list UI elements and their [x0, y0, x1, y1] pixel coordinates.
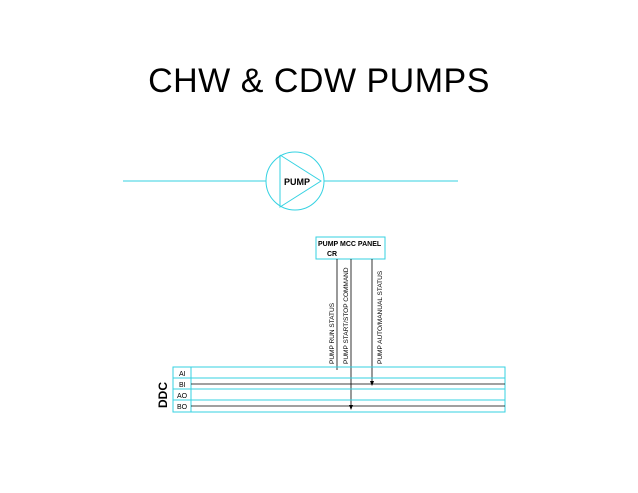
ddc-label: DDC [156, 382, 170, 408]
mcc-panel-cr-label: CR [327, 251, 337, 258]
pump-triangle [279, 154, 322, 208]
mcc-panel: PUMP MCC PANEL CR [315, 236, 386, 260]
ddc-row-label-ao: AO [177, 393, 188, 400]
slide-title: CHW & CDW PUMPS [148, 62, 490, 100]
ddc-row-label-ai: AI [179, 371, 186, 378]
mcc-panel-label: PUMP MCC PANEL [318, 241, 382, 248]
arrow-auto-manual [370, 381, 374, 386]
signal-label-start-stop: PUMP START/STOP COMMAND [343, 267, 350, 364]
signal-label-run-status: PUMP RUN STATUS [329, 302, 336, 364]
mcc-panel-box [315, 236, 386, 260]
ddc-panel: AI BI AO BO DDC [156, 366, 506, 413]
pump-circle [265, 151, 325, 211]
pump-label: PUMP [284, 177, 310, 187]
signal-label-auto-manual: PUMP AUTO/MANUAL STATUS [377, 270, 384, 364]
ddc-row-label-bi: BI [179, 382, 186, 389]
pump-symbol: PUMP [265, 151, 325, 211]
ddc-row-label-bo: BO [177, 404, 188, 411]
